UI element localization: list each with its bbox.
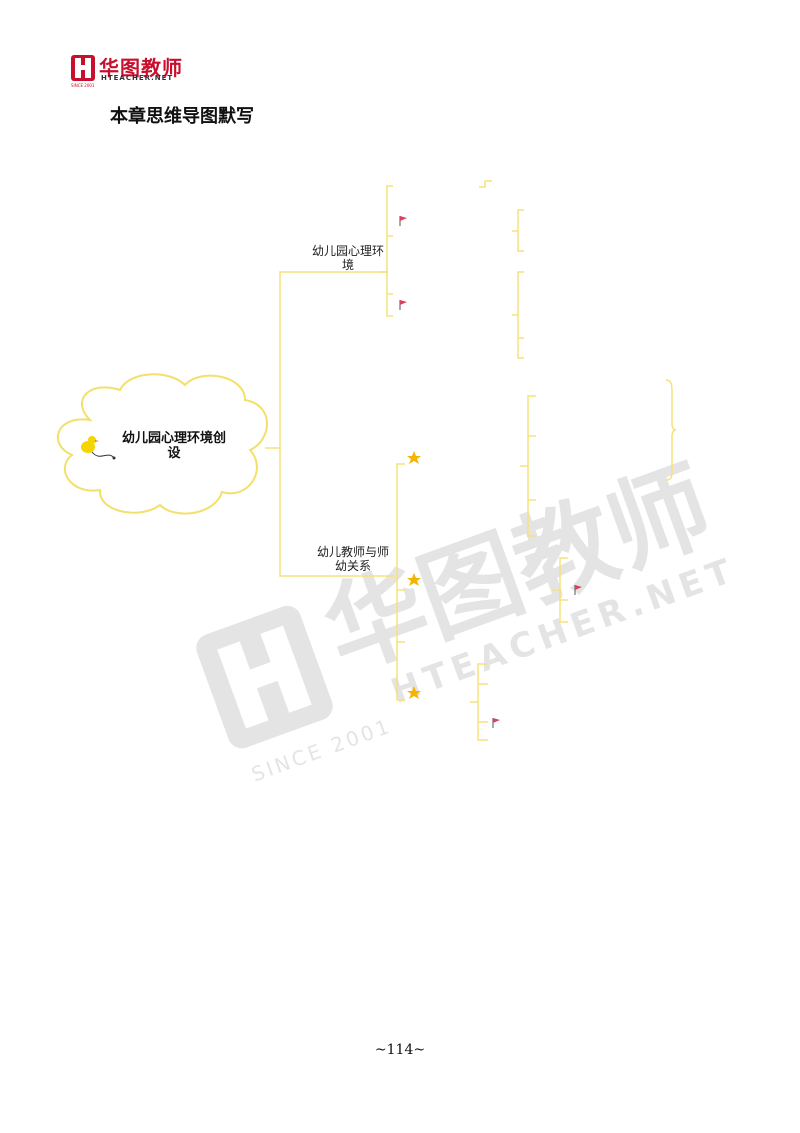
- star-icon: [407, 686, 421, 699]
- branch-topic: 幼儿教师与师幼关系: [316, 545, 389, 573]
- brand-logo: 华图教师 HTEACHER.NET SINCE 2001: [70, 52, 190, 88]
- flag-icon: [492, 718, 500, 728]
- flag-icon: [399, 216, 407, 226]
- duck-icon: [81, 436, 116, 460]
- star-icon: [407, 451, 421, 464]
- branch-1-bracket: [381, 180, 524, 359]
- brand-site: HTEACHER.NET: [101, 74, 174, 82]
- flag-icon: [574, 585, 582, 595]
- section-title: 本章思维导图默写: [110, 106, 254, 127]
- main-branch-lines: [265, 271, 395, 577]
- branch-topic: 幼儿园心理环境: [312, 244, 385, 272]
- star-icon: [407, 573, 421, 586]
- root-cloud: [56, 373, 268, 515]
- brand-name: 华图教师: [99, 56, 183, 80]
- logo-mark-icon: [71, 55, 95, 81]
- branch-2-bracket: [396, 379, 677, 741]
- brand-since: SINCE 2001: [71, 83, 95, 88]
- flag-icon: [399, 300, 407, 310]
- page-number: ~114~: [374, 1042, 426, 1058]
- root-topic: 幼儿园心理环境创设: [121, 431, 226, 461]
